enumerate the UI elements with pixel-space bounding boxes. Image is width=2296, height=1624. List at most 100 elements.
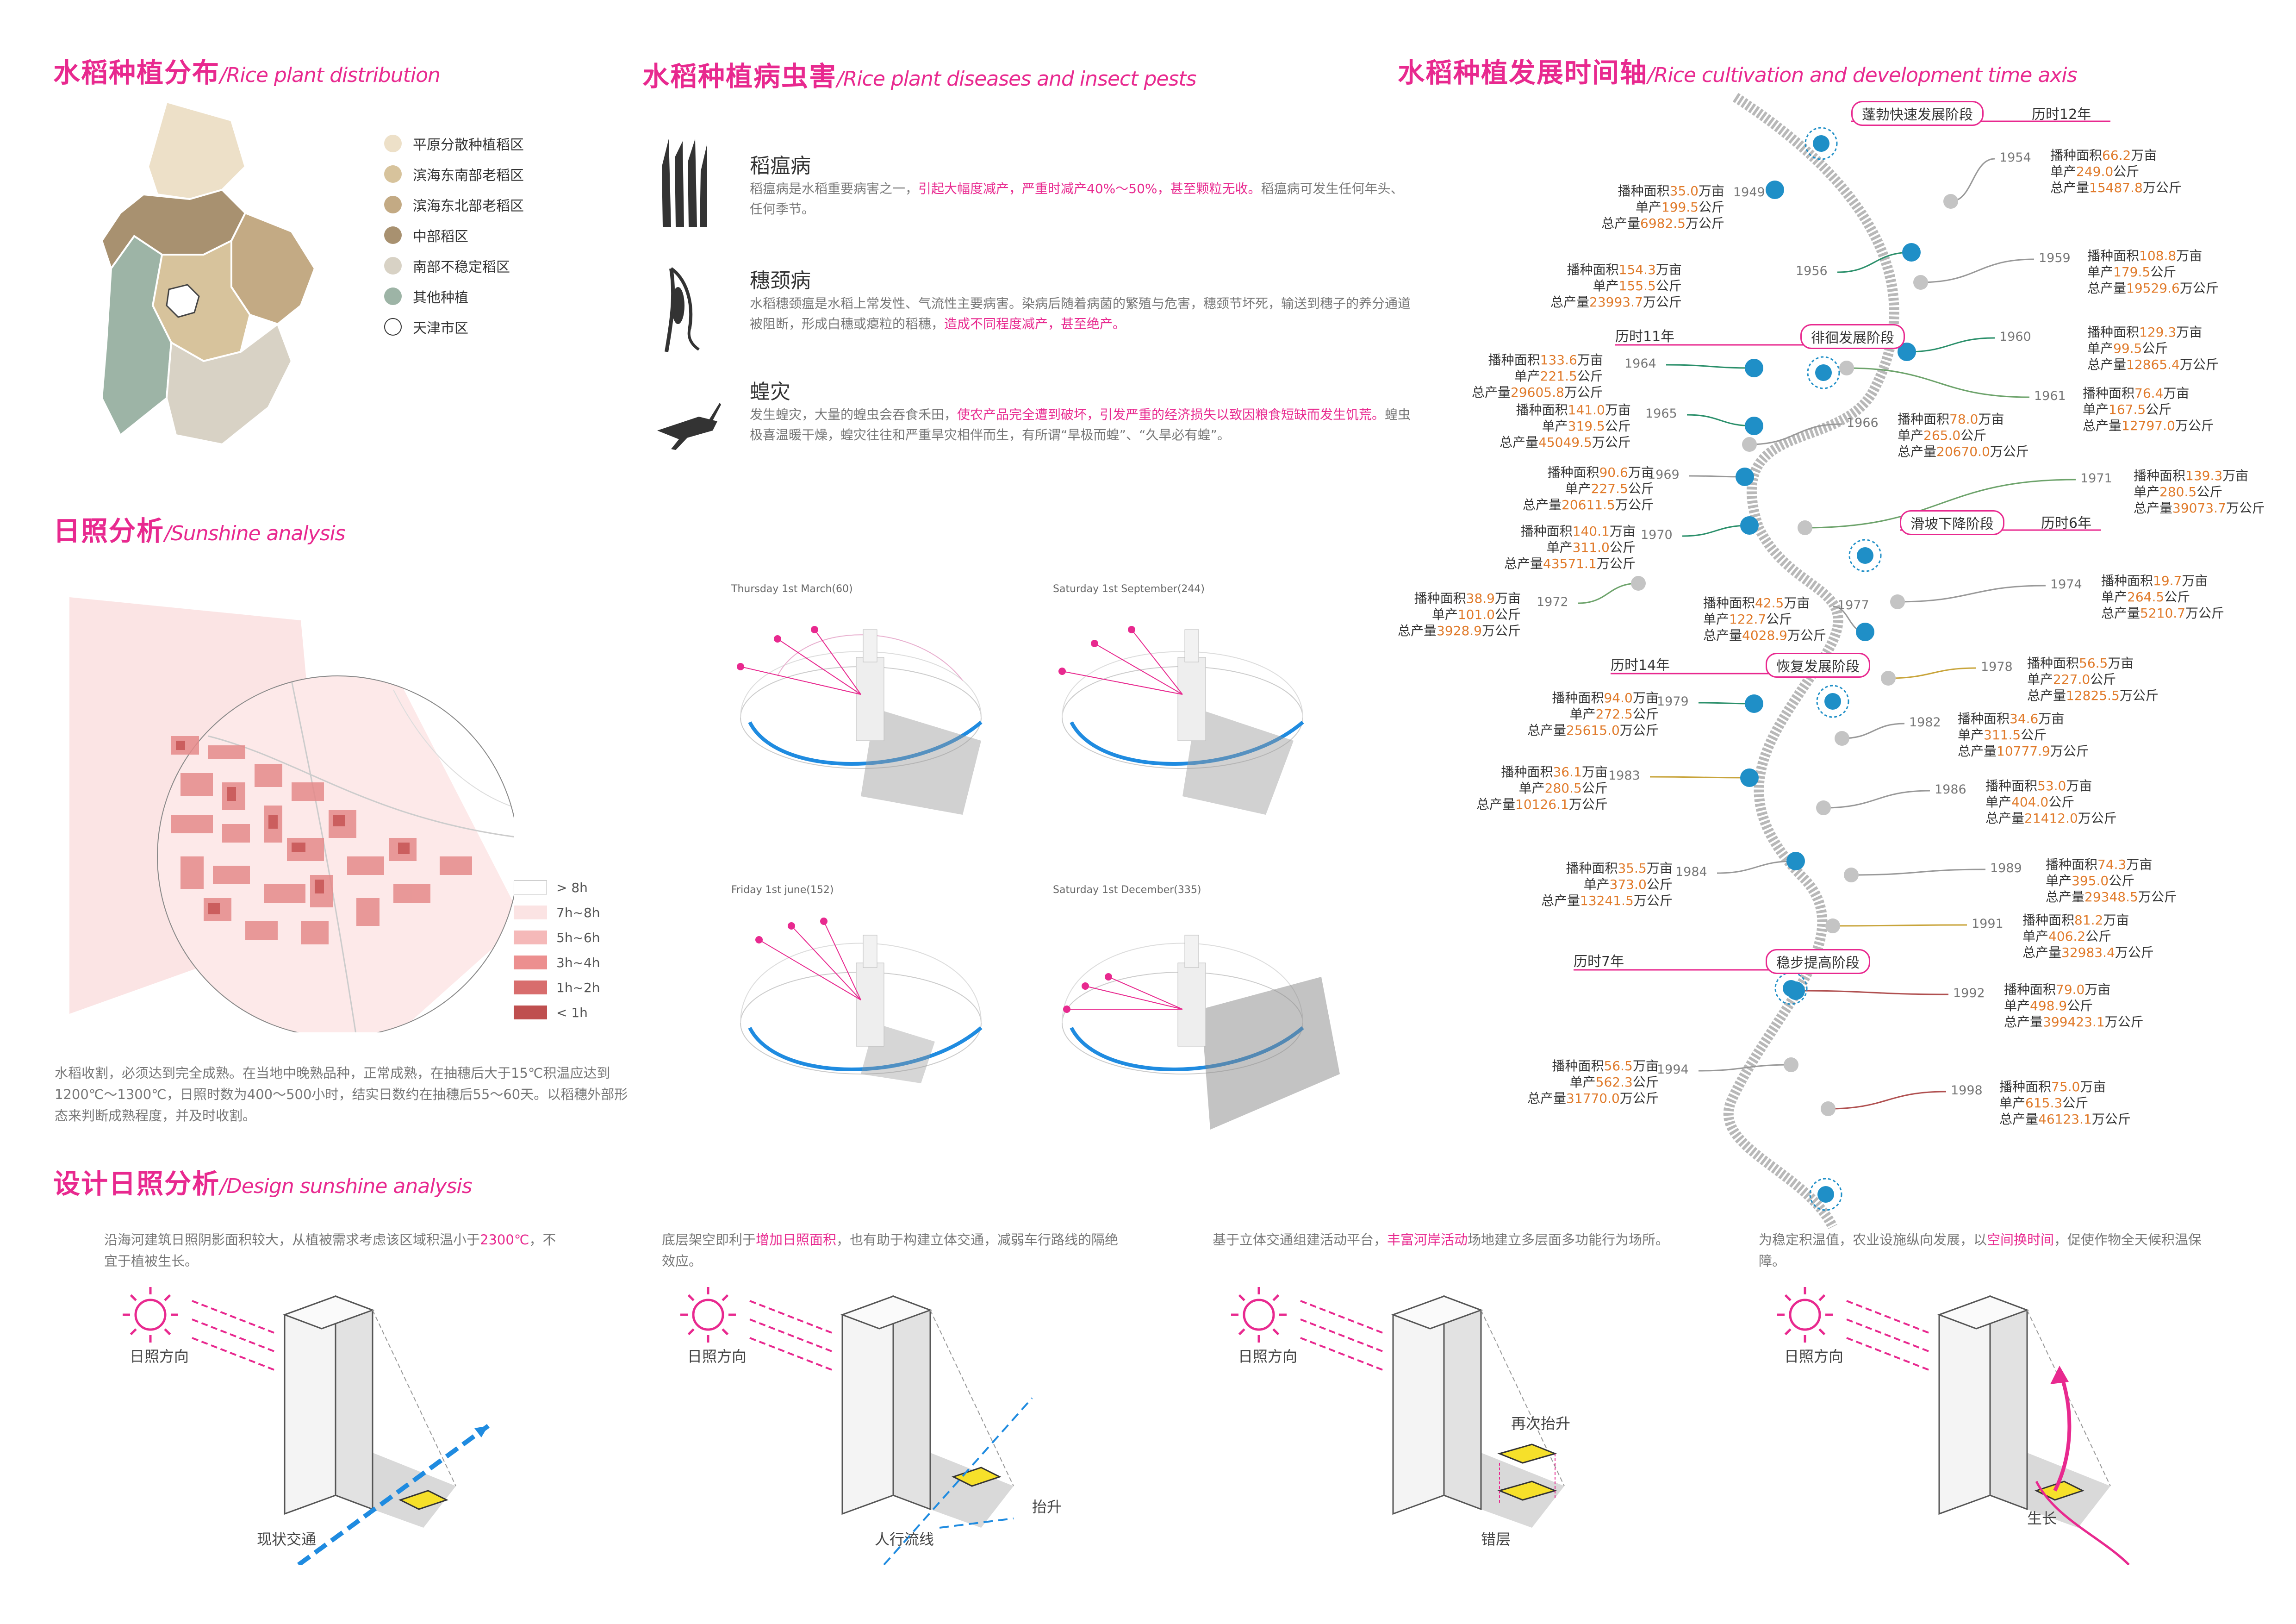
legend-item: 滨海东南部老稻区: [384, 162, 524, 186]
sun-icon: [1231, 1287, 1287, 1343]
timeline-stats: 播种面积108.8万亩单产179.5公斤总产量19529.6万公斤: [2087, 248, 2219, 296]
legend-item: 其他种植: [384, 285, 468, 308]
timeline-year: 1964: [1624, 356, 1656, 371]
timeline-connector: [1842, 723, 1905, 739]
sunpath-diagram-march: [737, 626, 983, 815]
timeline-node: [1766, 181, 1784, 199]
pest-2-desc: 水稻穗颈瘟是水稻上常发性、气流性主要病害。染病后随着病菌的繁殖与危害，穗颈节坏死…: [750, 296, 1411, 331]
sun-legend-item: 5h~6h: [514, 930, 600, 945]
timeline-stats: 播种面积74.3万亩单产395.0公斤总产量29348.5万公斤: [2046, 857, 2177, 905]
timeline-stats: 播种面积53.0万亩单产404.0公斤总产量21412.0万公斤: [1985, 778, 2117, 826]
timeline-connector: [1832, 924, 1967, 927]
timeline-stats: 播种面积133.6万亩单产221.5公斤总产量29605.8万公斤: [1472, 352, 1603, 400]
timeline-connector: [1823, 790, 1930, 809]
legend-swatch: [384, 135, 402, 152]
stage-label-4: 恢复发展阶段: [1766, 653, 1870, 678]
timeline-stats: 播种面积66.2万亩单产249.0公斤总产量15487.8万公斤: [2050, 148, 2182, 195]
timeline-connector: [1906, 337, 1995, 353]
timeline-axis: [1723, 93, 1899, 1230]
design-text: 基于立体交通组建活动平台，丰富河岸活动场地建立多层面多功能行为场所。: [1213, 1232, 1669, 1248]
timeline-node: [1784, 1057, 1798, 1072]
design-label-secondary: 再次抬升: [1511, 1415, 1571, 1432]
timeline-node: [1856, 623, 1874, 641]
stage-marker: [1804, 127, 1838, 160]
timeline-node: [1839, 361, 1854, 375]
header-design: 设计日照分析/Design sunshine analysis: [53, 1168, 473, 1199]
timeline-node: [1825, 918, 1840, 933]
sun-direction-label: 日照方向: [130, 1348, 189, 1365]
timeline-stats: 播种面积19.7万亩单产264.5公斤总产量5210.7万公斤: [2101, 573, 2225, 621]
timeline-node: [1740, 516, 1759, 535]
timeline-year: 1971: [2080, 471, 2112, 486]
timeline-node: [1821, 1101, 1836, 1116]
legend-item: 平原分散种植稻区: [384, 132, 524, 155]
timeline-year: 1961: [2034, 389, 2066, 403]
sun-direction-label: 日照方向: [1784, 1348, 1844, 1365]
pest-2: 穗颈病 水稻穗颈瘟是水稻上常发性、气流性主要病害。染病后随着病菌的繁殖与危害，穗…: [750, 264, 1412, 334]
timeline-year: 1974: [2050, 577, 2082, 592]
timeline-stats: 播种面积129.3万亩单产99.5公斤总产量12865.4万公斤: [2087, 325, 2219, 372]
legend-item: 南部不稳定稻区: [384, 254, 510, 277]
timeline-year: 1979: [1657, 694, 1689, 709]
sun-legend-item: 1h~2h: [514, 980, 600, 995]
timeline-node: [1890, 594, 1905, 609]
sun-legend-item: 7h~8h: [514, 905, 600, 920]
sun-legend-item: > 8h: [514, 880, 588, 895]
stage-label-3: 滑坡下降阶段: [1900, 510, 2004, 535]
timeline-year: 1949: [1733, 185, 1765, 200]
diagram-title-3: Friday 1st june(152): [731, 884, 834, 896]
timeline-node: [1745, 359, 1763, 377]
timeline-connector: [1666, 364, 1755, 369]
timeline-connector: [1897, 585, 2046, 603]
legend-item: 中部稻区: [384, 224, 468, 247]
timeline-year: 1983: [1608, 768, 1640, 783]
timeline-stats: 播种面积76.4万亩单产167.5公斤总产量12797.0万公斤: [2083, 386, 2214, 433]
distribution-legend: 平原分散种植稻区 滨海东南部老稻区 滨海东北部老稻区 中部稻区 南部不稳定稻区 …: [384, 132, 616, 340]
pest-1-desc: 稻瘟病是水稻重要病害之一，引起大幅度减产，严重时减产40%～50%，甚至颗粒无收…: [750, 181, 1404, 217]
stage-duration-4: 历时14年: [1611, 657, 1670, 674]
timeline-stats: 播种面积78.0万亩单产265.0公斤总产量20670.0万公斤: [1898, 412, 2029, 459]
timeline-connector: [1682, 525, 1750, 537]
design-text: 为稳定积温值，农业设施纵向发展，以空间换时间，促使作物全天候积温保障。: [1759, 1232, 2202, 1269]
timeline-stats: 播种面积34.6万亩单产311.5公斤总产量10777.9万公斤: [1958, 711, 2089, 759]
timeline-connector: [1686, 414, 1755, 427]
timeline-connector: [1749, 423, 1842, 445]
stage-node: [1857, 547, 1873, 564]
timeline-node: [1913, 275, 1928, 290]
timeline-stats: 播种面积94.0万亩单产272.5公斤总产量25615.0万公斤: [1527, 690, 1659, 738]
sun-direction-label: 日照方向: [687, 1348, 747, 1365]
timeline-year: 1984: [1675, 865, 1707, 879]
header-pests: 水稻种植病虫害/Rice plant diseases and insect p…: [642, 61, 1197, 92]
timeline-year: 1978: [1981, 660, 2013, 674]
timeline-year: 1992: [1953, 986, 1985, 1000]
stage-node: [1783, 980, 1799, 997]
locust-icon: [657, 403, 721, 450]
stage-duration-1: 历时12年: [2032, 106, 2091, 123]
timeline-connector: [1578, 582, 1639, 604]
timeline-connector: [1846, 367, 2030, 398]
stage-duration-5: 历时7年: [1574, 954, 1624, 970]
timeline-connector: [1837, 251, 1912, 273]
stage-label-1: 蓬勃快速发展阶段: [1851, 101, 1984, 126]
legend-swatch: [384, 226, 402, 244]
sunpath-diagram-december: [1062, 935, 1340, 1130]
timeline-node: [1736, 468, 1754, 486]
timeline-connector: [1828, 1091, 1947, 1110]
timeline-year: 1956: [1796, 264, 1828, 278]
diagram-title-4: Saturday 1st December(335): [1053, 884, 1201, 896]
sun-icon: [680, 1287, 736, 1343]
region-city: [166, 284, 200, 318]
sun-direction-label: 日照方向: [1238, 1348, 1298, 1365]
stage-label-2: 徘徊发展阶段: [1800, 324, 1905, 349]
timeline-connector: [1851, 868, 1986, 876]
timeline-year: 1998: [1951, 1083, 1983, 1098]
timeline-connector: [1698, 1064, 1792, 1072]
timeline-connector: [1717, 860, 1796, 874]
sunpath-diagram-september: [1058, 626, 1304, 815]
rice-panicle-icon: [665, 267, 700, 352]
timeline-year: 1970: [1641, 528, 1673, 542]
diagram-title-2: Saturday 1st September(244): [1053, 583, 1205, 595]
legend-swatch: [384, 287, 402, 305]
timeline-year: 1982: [1909, 715, 1941, 730]
